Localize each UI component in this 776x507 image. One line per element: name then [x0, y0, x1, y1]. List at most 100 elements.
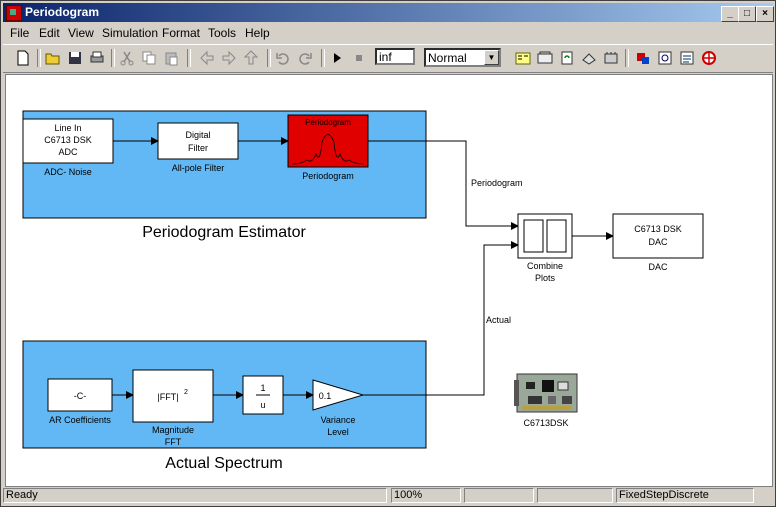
- stop-icon[interactable]: [349, 48, 369, 68]
- fft-caption-line1: Magnitude: [152, 425, 194, 435]
- library-browser-icon[interactable]: [513, 48, 533, 68]
- menu-help[interactable]: Help: [245, 26, 270, 40]
- title-bar: Periodogram _ □ ×: [3, 3, 774, 22]
- resize-grip-icon[interactable]: [757, 488, 771, 503]
- gain-caption-line2: Level: [327, 427, 349, 437]
- toolbar-separator: [267, 49, 271, 67]
- model-explorer-icon[interactable]: [535, 48, 555, 68]
- status-field-empty2: [537, 488, 613, 503]
- status-bar: Ready 100% FixedStepDiscrete: [3, 487, 773, 505]
- filter-line1: Digital: [185, 130, 210, 140]
- constant-text: -C-: [74, 391, 87, 401]
- gain-block[interactable]: [312, 379, 365, 411]
- menu-tools[interactable]: Tools: [208, 26, 237, 40]
- copy-icon[interactable]: [139, 48, 159, 68]
- simulation-mode-value: Normal: [428, 51, 467, 65]
- filter-caption: All-pole Filter: [172, 163, 225, 173]
- fft-text: |FFT|: [157, 392, 178, 402]
- menu-simulation[interactable]: Simulation: [102, 26, 159, 40]
- stop-time-input[interactable]: [375, 48, 415, 65]
- dac-block[interactable]: [612, 213, 704, 259]
- status-solver: FixedStepDiscrete: [616, 488, 754, 503]
- adc-caption: ADC- Noise: [44, 167, 92, 177]
- dac-caption: DAC: [648, 262, 668, 272]
- recip-denominator: u: [260, 400, 265, 410]
- periodogram-block-text: Periodogram: [305, 118, 351, 127]
- signal-label-actual: Actual: [486, 315, 511, 325]
- periodogram-waveform-icon: [291, 134, 365, 165]
- simulation-mode-select[interactable]: Normal ▼: [424, 48, 501, 67]
- actual-spectrum-label: Actual Spectrum: [165, 455, 282, 472]
- save-icon[interactable]: [65, 48, 85, 68]
- dac-line1: C6713 DSK: [634, 224, 682, 234]
- signal-label-periodogram: Periodogram: [471, 178, 523, 188]
- toolbar-separator: [625, 49, 629, 67]
- print-icon[interactable]: [87, 48, 107, 68]
- periodogram-block[interactable]: [287, 114, 369, 168]
- target-icon[interactable]: [633, 48, 653, 68]
- toolbar-separator: [37, 49, 41, 67]
- gain-caption-line1: Variance: [321, 415, 356, 425]
- adc-line1: Line In: [54, 123, 81, 133]
- cut-icon[interactable]: [117, 48, 137, 68]
- recip-numerator: 1: [260, 383, 265, 393]
- c6713dsk-board-icon[interactable]: [514, 373, 578, 413]
- status-field-empty1: [464, 488, 534, 503]
- gain-text: 0.1: [319, 391, 332, 401]
- build-icon[interactable]: [601, 48, 621, 68]
- close-button[interactable]: ×: [756, 6, 774, 22]
- constant-block[interactable]: [47, 378, 113, 412]
- menu-edit[interactable]: Edit: [39, 26, 60, 40]
- up-icon[interactable]: [241, 48, 261, 68]
- periodogram-estimator-label: Periodogram Estimator: [142, 224, 306, 241]
- toolbar: [3, 44, 773, 73]
- status-state: Ready: [3, 488, 387, 503]
- undo-icon[interactable]: [273, 48, 293, 68]
- filter-line2: Filter: [188, 143, 208, 153]
- back-icon[interactable]: [197, 48, 217, 68]
- status-zoom: 100%: [391, 488, 461, 503]
- maximize-button[interactable]: □: [738, 6, 756, 22]
- combine-slot-left: [523, 219, 544, 253]
- menu-view[interactable]: View: [68, 26, 94, 40]
- digital-filter-block[interactable]: [157, 122, 239, 160]
- menu-file[interactable]: File: [10, 26, 30, 40]
- magnitude-fft-block[interactable]: [132, 369, 214, 423]
- minimize-button[interactable]: _: [721, 6, 739, 22]
- redo-icon[interactable]: [295, 48, 315, 68]
- refresh-icon[interactable]: [557, 48, 577, 68]
- help-icon[interactable]: [699, 48, 719, 68]
- adc-line2: C6713 DSK: [44, 135, 92, 145]
- adc-line3: ADC: [58, 147, 78, 157]
- menu-format[interactable]: Format: [162, 26, 201, 40]
- combine-caption-line1: Combine: [527, 261, 563, 271]
- start-icon[interactable]: [327, 48, 347, 68]
- combine-slot-right: [546, 219, 567, 253]
- fft-superscript: 2: [184, 389, 188, 396]
- model-canvas[interactable]: Periodogram Estimator Line In C6713 DSK …: [5, 74, 773, 487]
- dac-line2: DAC: [648, 237, 668, 247]
- periodogram-caption: Periodogram: [302, 171, 354, 181]
- combine-caption-line2: Plots: [535, 273, 556, 283]
- adc-block[interactable]: [22, 118, 114, 164]
- toolbar-separator: [111, 49, 115, 67]
- toolbar-separator: [187, 49, 191, 67]
- board-caption: C6713DSK: [523, 418, 568, 428]
- signal-line-periodogram[interactable]: [368, 140, 519, 230]
- simulink-app-icon: [6, 5, 22, 21]
- fft-caption-line2: FFT: [165, 437, 182, 447]
- new-icon[interactable]: [13, 48, 33, 68]
- menu-bar: File Edit View Simulation Format Tools H…: [3, 23, 773, 42]
- debug-icon[interactable]: [655, 48, 675, 68]
- update-diagram-icon[interactable]: [579, 48, 599, 68]
- paste-icon[interactable]: [161, 48, 181, 68]
- window-title: Periodogram: [25, 5, 100, 19]
- block-diagram: Periodogram Estimator Line In C6713 DSK …: [22, 110, 704, 472]
- chevron-down-icon[interactable]: ▼: [484, 50, 499, 65]
- forward-icon[interactable]: [219, 48, 239, 68]
- profile-icon[interactable]: [677, 48, 697, 68]
- constant-caption: AR Coefficients: [49, 415, 111, 425]
- open-icon[interactable]: [43, 48, 63, 68]
- signal-line-actual[interactable]: [363, 241, 519, 396]
